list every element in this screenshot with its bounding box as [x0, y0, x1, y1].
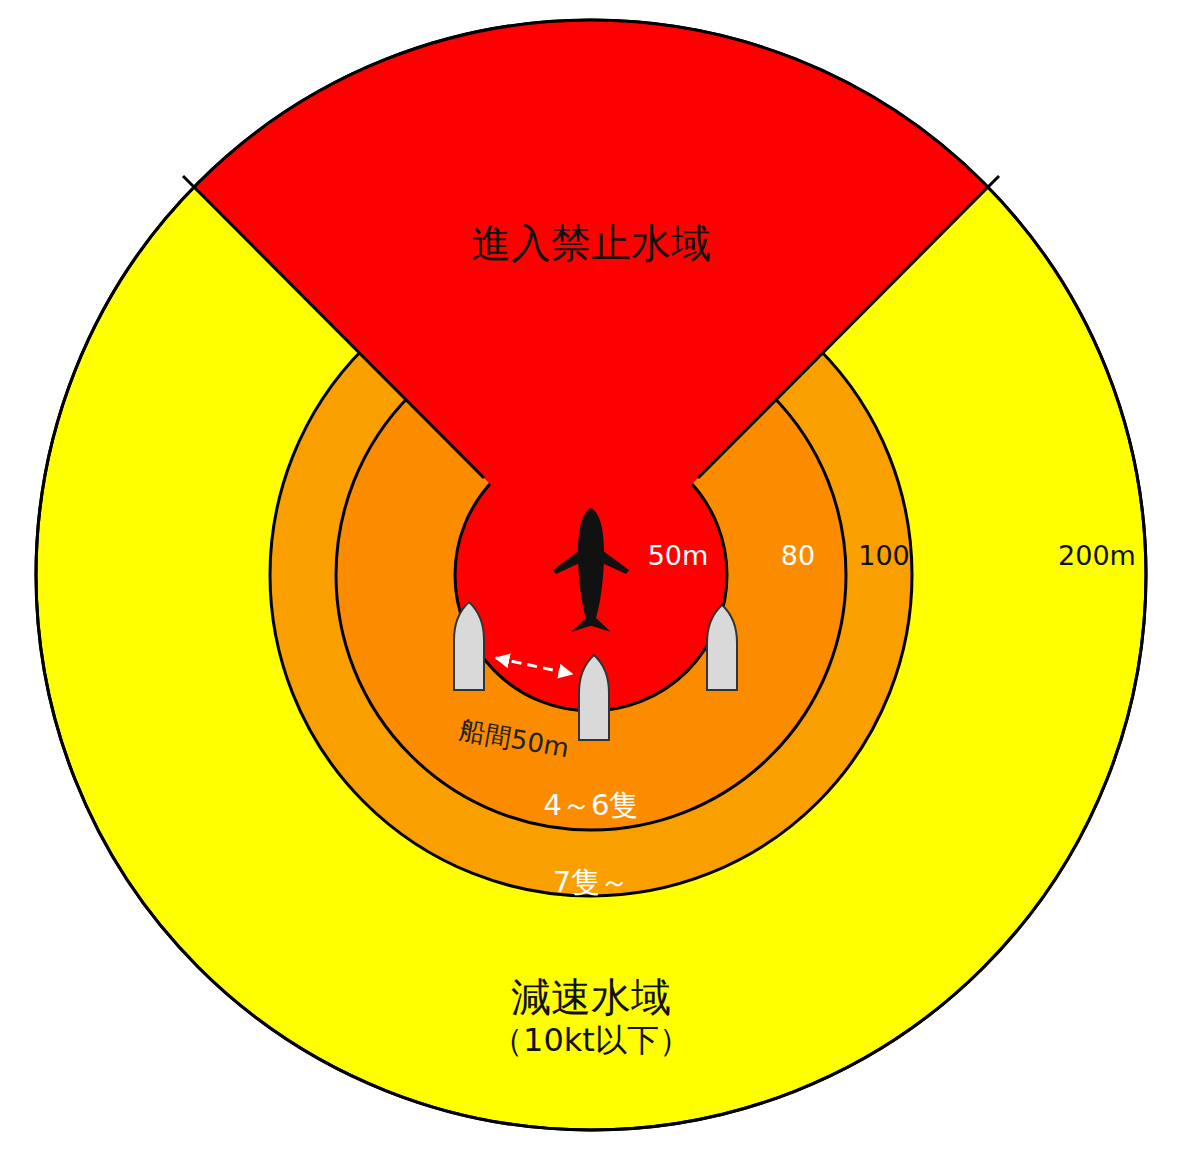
outer-outline	[36, 20, 1146, 1130]
ring-zone: 7隻～4～6隻	[547, 863, 635, 902]
wedge-edge	[698, 176, 999, 478]
no-entry-wedge	[26, 20, 1156, 585]
no-entry-zone: 進入禁止水域	[465, 217, 717, 269]
distance-label: 200m	[1058, 540, 1136, 572]
slow-zone: 減速水域（10kt以下）7隻～4～6隻進入禁止水域	[485, 971, 697, 1061]
zone-note: （10kt以下）	[491, 1021, 691, 1059]
boats	[454, 602, 737, 740]
whale	[553, 508, 629, 632]
zone-name: 7隻～	[553, 865, 629, 900]
wedge-edge	[183, 176, 484, 478]
distance-label: 100	[858, 540, 910, 572]
ring-zone: 4～6隻	[538, 786, 645, 825]
zone-name: 4～6隻	[544, 788, 639, 823]
zone-name: 進入禁止水域	[471, 219, 711, 267]
distance-label: 50m	[648, 540, 709, 572]
zone-name: 減速水域	[491, 973, 691, 1021]
distance-label: 80	[781, 540, 815, 572]
spacing-arrow	[496, 658, 572, 674]
